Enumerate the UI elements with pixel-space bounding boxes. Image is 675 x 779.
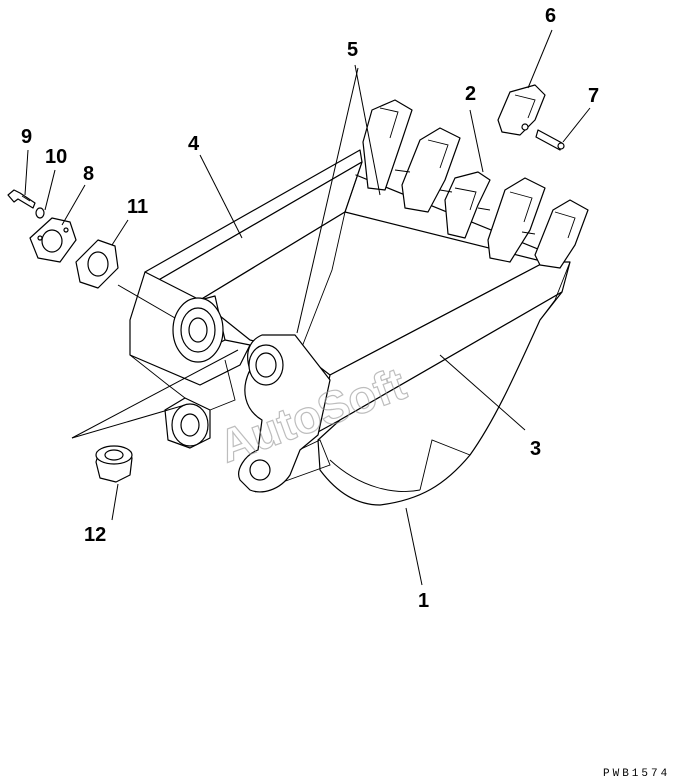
boss-lower: [249, 459, 271, 481]
callout-1: 1: [418, 590, 429, 612]
callout-11: 11: [127, 196, 148, 218]
washer: [35, 207, 45, 219]
callout-4: 4: [188, 133, 200, 155]
leader-lines: [24, 29, 591, 586]
callout-6: 6: [545, 5, 556, 27]
callout-7: 7: [588, 85, 599, 107]
callout-8: 8: [83, 163, 94, 185]
callout-5: 5: [347, 39, 358, 61]
callouts: 1 2 3 4 5 6 7 8 9 10 11 12: [21, 5, 599, 612]
bucket-body: [129, 149, 571, 506]
callout-3: 3: [530, 438, 541, 460]
callout-2: 2: [465, 83, 476, 105]
reference-code: PWB1574: [603, 768, 670, 779]
callout-10: 10: [45, 146, 67, 168]
teeth-row: [362, 84, 589, 269]
bottom-shell: [317, 291, 563, 506]
callout-12: 12: [84, 524, 106, 546]
tooth-pin: [535, 129, 563, 151]
tooth-cap: [497, 84, 546, 136]
bolt: [7, 189, 36, 209]
side-fittings: [7, 189, 119, 289]
link-bracket: [129, 295, 331, 493]
callout-9: 9: [21, 126, 32, 148]
bushing: [95, 445, 133, 483]
